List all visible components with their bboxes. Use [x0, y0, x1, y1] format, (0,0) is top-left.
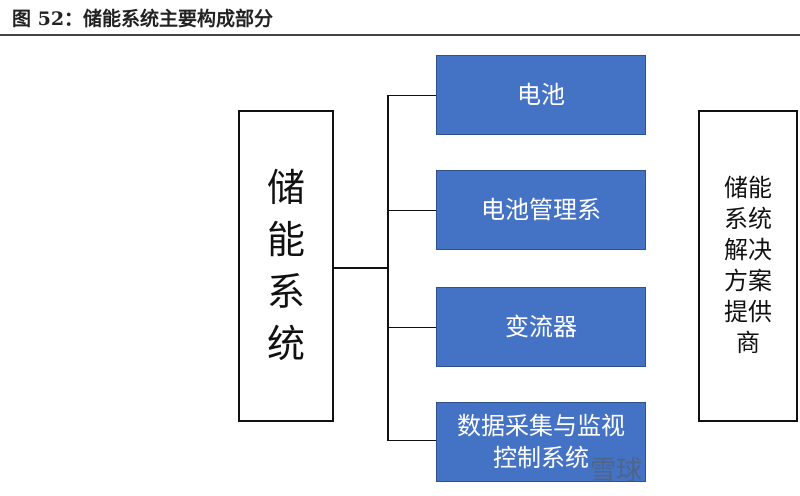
box-char: 储: [266, 166, 305, 210]
connector-branch: [387, 210, 436, 211]
solution-provider-box: 储能 系统 解决 方案 提供 商: [698, 110, 798, 422]
connector-trunk: [387, 95, 389, 441]
component-battery: 电池: [436, 55, 646, 135]
watermark: 雪球: [590, 456, 643, 486]
component-converter: 变流器: [436, 287, 646, 367]
figure-title: 图 52：储能系统主要构成部分: [12, 8, 274, 30]
connector-branch: [387, 95, 436, 96]
component-scada: 数据采集与监视控制系统: [436, 402, 646, 482]
connector-branch: [387, 440, 436, 441]
box-line: 储能: [724, 174, 772, 202]
box-char: 系: [266, 270, 305, 314]
box-char: 统: [266, 322, 305, 366]
box-line: 方案: [724, 267, 772, 295]
connector-main: [334, 267, 388, 269]
box-line: 提供: [724, 298, 772, 326]
title-divider: [0, 34, 800, 36]
connector-branch: [387, 327, 436, 328]
box-line: 商: [736, 329, 760, 357]
component-bms: 电池管理系: [436, 170, 646, 250]
box-char: 能: [266, 218, 305, 262]
box-line: 解决: [724, 236, 772, 264]
energy-storage-system-box: 储 能 系 统: [238, 110, 334, 422]
box-line: 系统: [724, 205, 772, 233]
